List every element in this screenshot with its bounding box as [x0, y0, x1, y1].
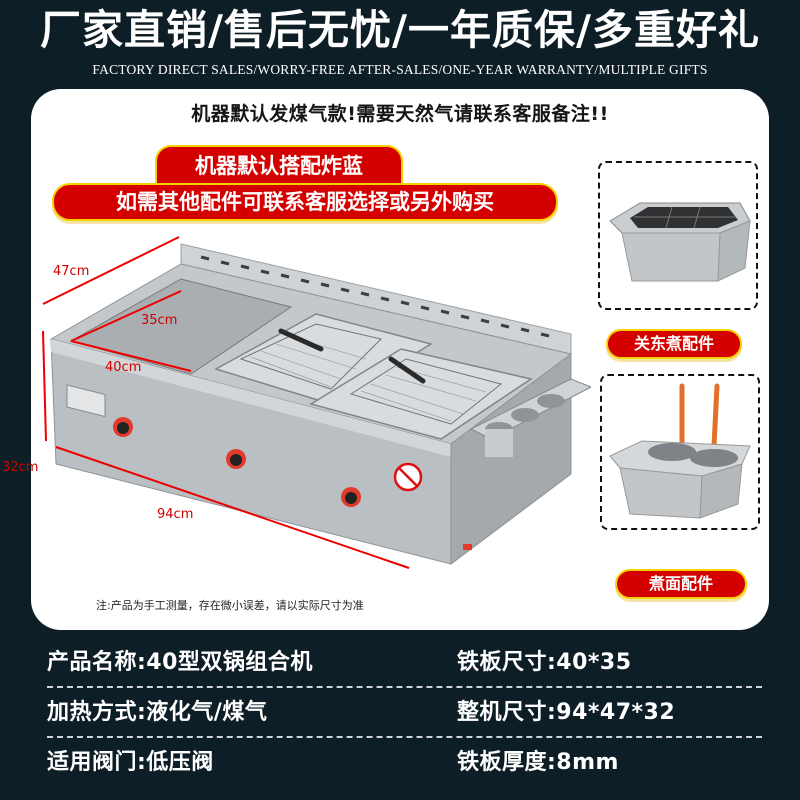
measurement-note: 注:产品为手工测量，存在微小误差，请以实际尺寸为准 [96, 599, 364, 612]
spec-row: 加热方式:液化气/煤气 整机尺寸:94*47*32 [47, 688, 762, 738]
plate-depth-label: 35cm [141, 313, 178, 328]
gas-notice: 机器默认发煤气款!需要天然气请联系客服备注!! [191, 103, 609, 125]
depth-label: 47cm [53, 264, 90, 279]
accessory-card-noodle [600, 374, 760, 530]
oden-pan-icon [609, 202, 751, 282]
burner-knob-icon [113, 417, 361, 507]
spec-valve-type: 适用阀门:低压阀 [47, 750, 214, 775]
width-label: 94cm [157, 507, 194, 522]
product-panel: 机器默认发煤气款!需要天然气请联系客服备注!! 机器默认搭配炸蓝 如需其他配件可… [2, 89, 769, 630]
spec-row: 产品名称:40型双锅组合机 铁板尺寸:40*35 [47, 638, 762, 688]
noodle-pot-icon [609, 383, 751, 519]
height-label: 32cm [2, 460, 39, 475]
default-basket-badge: 机器默认搭配炸蓝 [155, 145, 403, 185]
spec-table: 产品名称:40型双锅组合机 铁板尺寸:40*35 加热方式:液化气/煤气 整机尺… [47, 638, 762, 788]
spec-product-name: 产品名称:40型双锅组合机 [47, 650, 313, 675]
griddle-fryer-illustration [42, 236, 591, 569]
spec-row: 适用阀门:低压阀 铁板厚度:8mm [47, 738, 762, 788]
spec-plate-thickness: 铁板厚度:8mm [457, 750, 619, 775]
headline: 厂家直销/售后无忧/一年质保/多重好礼 [40, 6, 760, 54]
accessory-info-badge: 如需其他配件可联系客服选择或另外购买 [52, 183, 558, 221]
spec-plate-size: 铁板尺寸:40*35 [457, 650, 632, 675]
plate-width-label: 40cm [105, 360, 142, 375]
spec-overall-size: 整机尺寸:94*47*32 [457, 700, 676, 725]
accessory-card-oden [598, 161, 758, 310]
subheadline: FACTORY DIRECT SALES/WORRY-FREE AFTER-SA… [92, 62, 708, 77]
oden-accessory-badge: 关东煮配件 [606, 329, 742, 359]
spec-heating-method: 加热方式:液化气/煤气 [47, 700, 268, 725]
noodle-accessory-badge: 煮面配件 [615, 569, 747, 599]
